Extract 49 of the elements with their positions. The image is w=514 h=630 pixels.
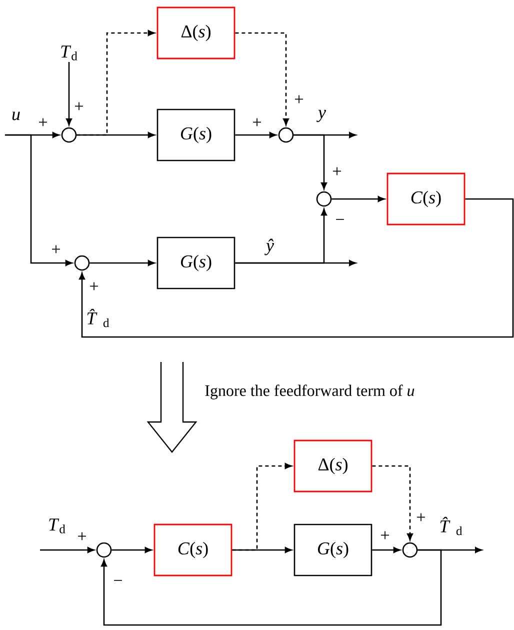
summing-junction: [278, 127, 294, 143]
summing-junction: [96, 542, 112, 558]
summing-junction: [402, 542, 418, 558]
sign-label: −: [114, 580, 122, 581]
signal-label: ŷ: [264, 238, 274, 256]
sign-label: +: [75, 102, 83, 110]
sign-label: +: [78, 532, 86, 540]
sign-label: +: [39, 118, 47, 126]
summing-junction: [74, 255, 90, 271]
arrow: [235, 208, 327, 264]
dashed-arrow: [76, 30, 155, 136]
sign-label: +: [333, 167, 341, 176]
sign-label: +: [381, 531, 389, 540]
summing-junction: [61, 127, 77, 143]
annotation-text: Ignore the feedforward term of u: [205, 384, 414, 400]
signal-label: T$_{d}$: [61, 46, 78, 60]
transfer-function-box: G(s): [294, 524, 372, 576]
signal-label: y: [316, 110, 326, 122]
arrow: [294, 134, 327, 190]
arrow: [112, 547, 152, 553]
arrow: [66, 62, 72, 126]
arrow: [90, 260, 155, 266]
transfer-function-box: G(s): [156, 236, 236, 290]
transfer-function-box: G(s): [156, 108, 236, 162]
signal-label: T̂$_{d}$: [440, 516, 462, 536]
dashed-arrow: [232, 463, 292, 551]
arrow: [40, 547, 94, 553]
summing-junction: [316, 191, 332, 207]
arrow: [372, 547, 400, 553]
sign-label: +: [295, 95, 303, 104]
sign-label: +: [417, 513, 425, 522]
transfer-function-box: Δ(s): [156, 6, 236, 60]
transfer-function-box: Δ(s): [294, 440, 372, 492]
sign-label: +: [90, 282, 98, 290]
arrow: [332, 196, 385, 202]
arrow: [5, 134, 72, 266]
arrow: [101, 549, 442, 626]
arrow: [79, 198, 514, 338]
signal-label: T$_{d}$: [49, 518, 66, 534]
dashed-arrow: [372, 465, 413, 540]
sign-label: +: [253, 118, 261, 126]
signal-label: T̂$_{d}$: [87, 308, 110, 328]
transfer-function-box: C(s): [386, 172, 466, 226]
arrow: [235, 132, 276, 138]
sign-label: +: [52, 245, 60, 254]
transfer-function-box: C(s): [154, 524, 232, 576]
signal-label: u: [12, 112, 20, 120]
dashed-arrow: [235, 32, 289, 126]
sign-label: −: [336, 218, 344, 220]
